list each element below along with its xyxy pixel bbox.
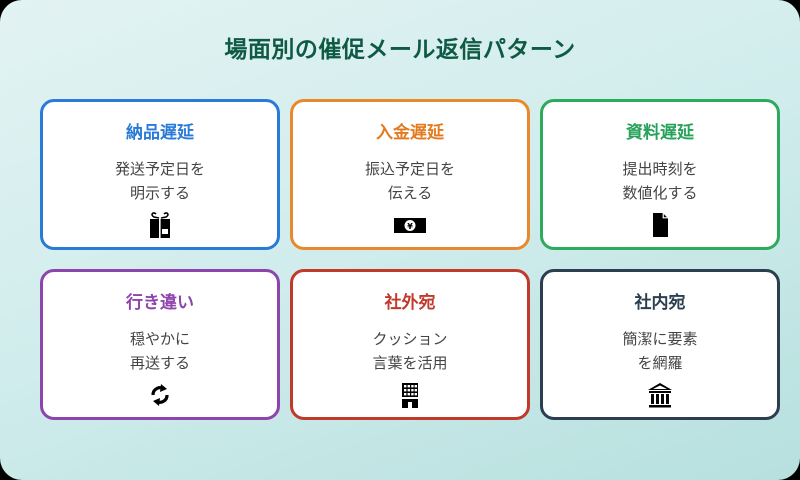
office-building-icon bbox=[395, 380, 425, 410]
institution-icon bbox=[645, 380, 675, 410]
card-heading: 社内宛 bbox=[634, 293, 686, 313]
card-desc-line: 発送予定日を bbox=[114, 160, 205, 178]
document-icon bbox=[645, 210, 675, 240]
card-desc-line: クッション bbox=[372, 330, 448, 348]
svg-text:¥: ¥ bbox=[407, 222, 413, 231]
card-document-delay: 資料遅延 提出時刻を 数値化する bbox=[540, 99, 780, 250]
gift-icon bbox=[145, 210, 175, 240]
card-heading: 資料遅延 bbox=[626, 123, 694, 143]
card-payment-delay: 入金遅延 振込予定日を 伝える ¥ bbox=[290, 99, 530, 250]
card-description: 穏やかに 再送する bbox=[43, 327, 277, 375]
card-desc-line: 明示する bbox=[129, 184, 190, 202]
refresh-icon bbox=[145, 380, 175, 410]
card-desc-line: 伝える bbox=[387, 184, 433, 202]
card-desc-line: 言葉を活用 bbox=[372, 354, 448, 372]
card-desc-line: 再送する bbox=[129, 354, 190, 372]
card-delivery-delay: 納品遅延 発送予定日を 明示する bbox=[40, 99, 280, 250]
card-description: 発送予定日を 明示する bbox=[43, 157, 277, 205]
card-external-recipient: 社外宛 クッション 言葉を活用 bbox=[290, 269, 530, 420]
card-desc-line: を網羅 bbox=[637, 354, 683, 372]
card-description: クッション 言葉を活用 bbox=[293, 327, 527, 375]
card-desc-line: 穏やかに bbox=[129, 330, 190, 348]
page-title: 場面別の催促メール返信パターン bbox=[224, 37, 576, 63]
card-heading: 入金遅延 bbox=[376, 123, 444, 143]
card-heading: 納品遅延 bbox=[126, 123, 194, 143]
card-description: 簡潔に要素 を網羅 bbox=[543, 327, 777, 375]
card-desc-line: 提出時刻を bbox=[622, 160, 698, 178]
card-description: 振込予定日を 伝える bbox=[293, 157, 527, 205]
card-heading: 社外宛 bbox=[384, 293, 436, 313]
card-internal-recipient: 社内宛 簡潔に要素 を網羅 bbox=[540, 269, 780, 420]
card-desc-line: 簡潔に要素 bbox=[622, 330, 698, 348]
card-crossed-messages: 行き違い 穏やかに 再送する bbox=[40, 269, 280, 420]
card-heading: 行き違い bbox=[126, 293, 194, 313]
yen-banknote-icon: ¥ bbox=[393, 210, 427, 240]
card-desc-line: 振込予定日を bbox=[364, 160, 455, 178]
card-description: 提出時刻を 数値化する bbox=[543, 157, 777, 205]
card-desc-line: 数値化する bbox=[622, 184, 698, 202]
